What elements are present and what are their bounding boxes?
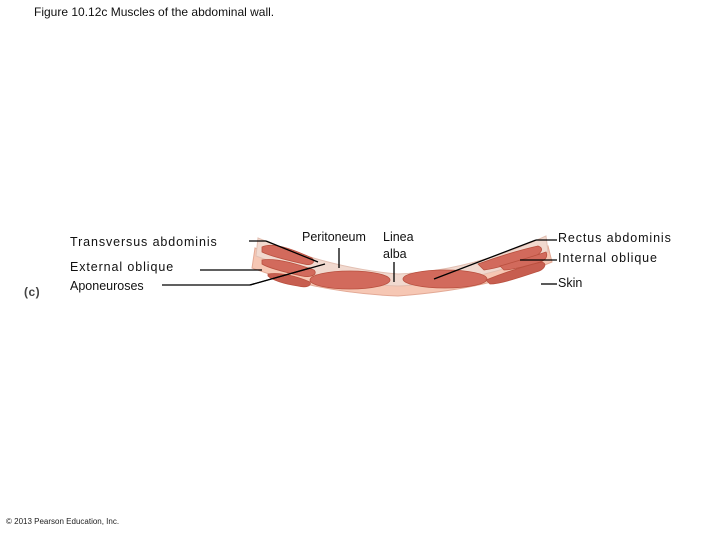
panel-label: (c) bbox=[24, 285, 41, 299]
figure-title: Figure 10.12c Muscles of the abdominal w… bbox=[34, 5, 275, 19]
label-skin: Skin bbox=[558, 276, 583, 290]
leader-aponeuroses-b bbox=[249, 263, 326, 286]
right-muscle-2 bbox=[485, 261, 546, 285]
label-alba: alba bbox=[383, 247, 407, 261]
leader-transversus-diag bbox=[265, 240, 319, 263]
left-muscle-2 bbox=[261, 259, 316, 277]
label-rectus-abdominis: Rectus abdominis bbox=[558, 231, 672, 245]
label-aponeuroses: Aponeuroses bbox=[70, 279, 144, 293]
left-rectus-abdominis bbox=[309, 270, 391, 290]
label-linea: Linea bbox=[383, 230, 414, 244]
right-rectus-abdominis bbox=[402, 269, 488, 289]
copyright-notice: © 2013 Pearson Education, Inc. bbox=[6, 517, 120, 526]
label-peritoneum: Peritoneum bbox=[302, 230, 366, 244]
label-transversus-abdominis: Transversus abdominis bbox=[70, 235, 218, 249]
leader-rectus-diag bbox=[433, 239, 537, 280]
label-external-oblique: External oblique bbox=[70, 260, 175, 274]
label-internal-oblique: Internal oblique bbox=[558, 251, 658, 265]
left-muscle-1 bbox=[261, 244, 314, 265]
